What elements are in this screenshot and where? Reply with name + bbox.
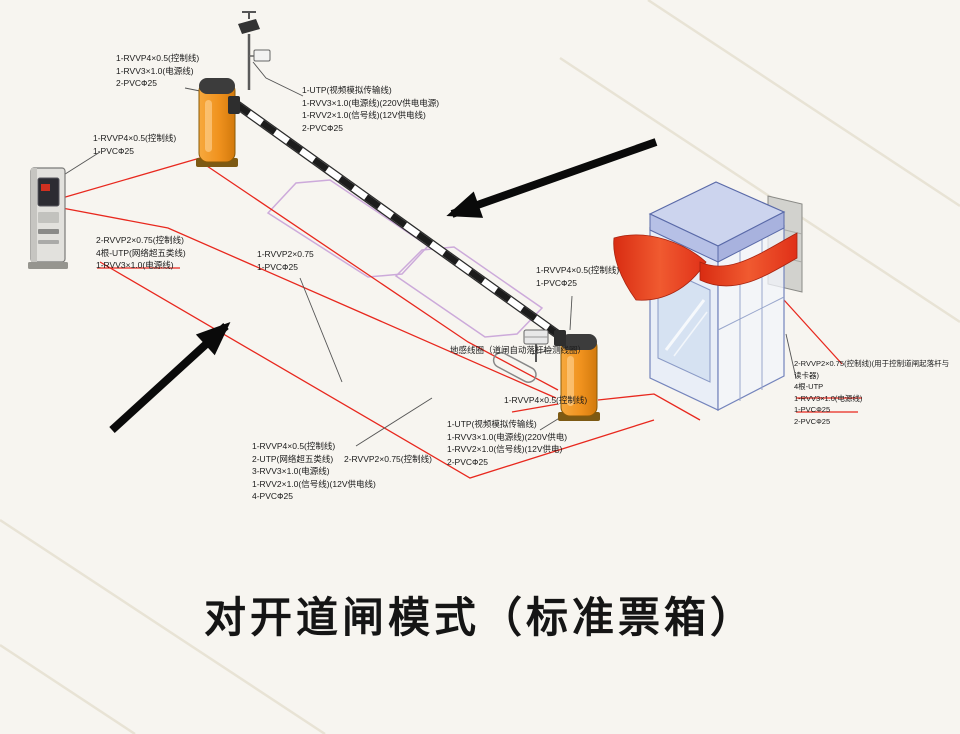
- label-group-gate2-upper: 1-RVVP4×0.5(控制线) 1-PVCФ25: [536, 264, 619, 289]
- cable-spec: 2-RVVP2×0.75(控制线)(用于控制道闸起落杆与读卡器): [794, 359, 950, 380]
- cable-spec: 4根-UTP(网络超五类线): [96, 247, 186, 258]
- cable-spec: 1-RVV3×1.0(电源线)(220V供电电源): [302, 97, 440, 108]
- cable-spec: 1-RVVP4×0.5(控制线): [536, 265, 620, 275]
- ground-loop-coil: [492, 351, 537, 383]
- label-group-ground-loop: 地感线圈（道闸自动落杆检测线圈）: [450, 344, 586, 357]
- cable-spec: 4根-UTP: [794, 382, 824, 391]
- cable-spec: 1-RVVP4×0.5(控制线): [252, 441, 336, 451]
- barrier-gate-1: [196, 78, 240, 167]
- cable-spec: 4-PVCФ25: [252, 491, 293, 501]
- cable-spec: 1-RVV2×1.0(信号线)(12V供电线): [252, 478, 376, 489]
- diagram-title: 对开道闸模式（标准票箱）: [203, 594, 757, 641]
- label-group-gate1-cables: 1-RVVP4×0.5(控制线) 1-RVV3×1.0(电源线) 2-PVCФ2…: [116, 52, 199, 90]
- cable-spec: 1-RVVP4×0.5(控制线): [504, 395, 588, 405]
- label-group-center-cables: 1-RVVP2×0.75 1-PVCФ25: [257, 248, 314, 273]
- cable-spec: 1-RVVP4×0.5(控制线): [93, 133, 177, 143]
- dispenser-screen: [37, 177, 60, 207]
- ground-loop-label: 地感线圈（道闸自动落杆检测线圈）: [450, 345, 587, 355]
- cable-spec: 2-PVCФ25: [447, 456, 488, 467]
- cable-spec: 1-UTP(视频模拟传输线): [302, 85, 392, 95]
- label-group-dispenser-lower: 2-RVVP2×0.75(控制线) 4根-UTP(网络超五类线) 1-RVV3×…: [96, 234, 186, 272]
- cable-spec: 1-UTP(视频模拟传输线): [447, 419, 537, 429]
- cable-spec: 3-RVV3×1.0(电源线): [252, 466, 330, 476]
- cable-spec: 2-PVCФ25: [302, 122, 343, 133]
- arrow-outbound-icon: [109, 321, 231, 433]
- label-group-trench-extra: 2-RVVP2×0.75(控制线): [344, 453, 432, 466]
- ticket-dispenser: [28, 167, 68, 269]
- guard-booth: [648, 181, 786, 411]
- cable-spec: 1-RVVP4×0.5(控制线): [116, 53, 200, 63]
- cable-spec: 2-RVVP2×0.75(控制线): [96, 235, 184, 245]
- cable-spec: 2-PVCФ25: [794, 416, 831, 426]
- vehicle-detector: [523, 329, 549, 362]
- label-group-booth-cables: 2-RVVP2×0.75(控制线)(用于控制道闸起落杆与读卡器) 4根-UTP …: [794, 358, 956, 427]
- cable-spec: 1-RVVP2×0.75: [257, 249, 314, 259]
- label-group-camera-cables: 1-UTP(视频模拟传输线) 1-RVV3×1.0(电源线)(220V供电电源)…: [302, 84, 439, 134]
- label-group-trench: 1-RVVP4×0.5(控制线) 2-UTP(网络超五类线) 3-RVV3×1.…: [252, 440, 376, 503]
- label-group-gate2-lower: 1-UTP(视频模拟传输线) 1-RVV3×1.0(电源线)(220V供电) 1…: [447, 418, 567, 468]
- cable-lines: [61, 157, 862, 479]
- direction-arrows: [109, 138, 658, 433]
- cable-spec: 1-PVCФ25: [794, 405, 831, 414]
- cable-spec: 1-RVV2×1.0(信号线)(12V供电): [447, 444, 563, 454]
- arrow-inbound-icon: [446, 138, 658, 218]
- cable-spec: 2-PVCФ25: [116, 78, 157, 88]
- cable-spec: 1-RVV3×1.0(电源线)(220V供电): [447, 431, 568, 442]
- cable-spec: 1-PVCФ25: [536, 277, 577, 288]
- cable-spec: 1-PVCФ25: [257, 261, 298, 272]
- cable-spec: 1-RVV3×1.0(电源线): [116, 65, 194, 76]
- cable-spec: 2-UTP(网络超五类线): [252, 453, 334, 464]
- cable-spec: 2-RVVP2×0.75(控制线): [344, 454, 432, 464]
- label-group-gate2-mid: 1-RVVP4×0.5(控制线): [504, 394, 587, 407]
- label-group-dispenser-upper: 1-RVVP4×0.5(控制线) 1-PVCФ25: [93, 132, 176, 157]
- camera-icon: [238, 19, 260, 34]
- red-ribbon: [613, 232, 798, 301]
- cable-spec: 1-RVV3×1.0(电源线): [794, 393, 863, 403]
- cable-spec: 1-RVV2×1.0(信号线)(12V供电线): [302, 110, 426, 120]
- camera-pole: [238, 11, 271, 90]
- cable-spec: 1-RVV3×1.0(电源线): [96, 260, 174, 270]
- cable-spec: 1-PVCФ25: [93, 145, 134, 156]
- barrier-arm: [233, 100, 563, 340]
- barrier-gate-2: [554, 330, 600, 421]
